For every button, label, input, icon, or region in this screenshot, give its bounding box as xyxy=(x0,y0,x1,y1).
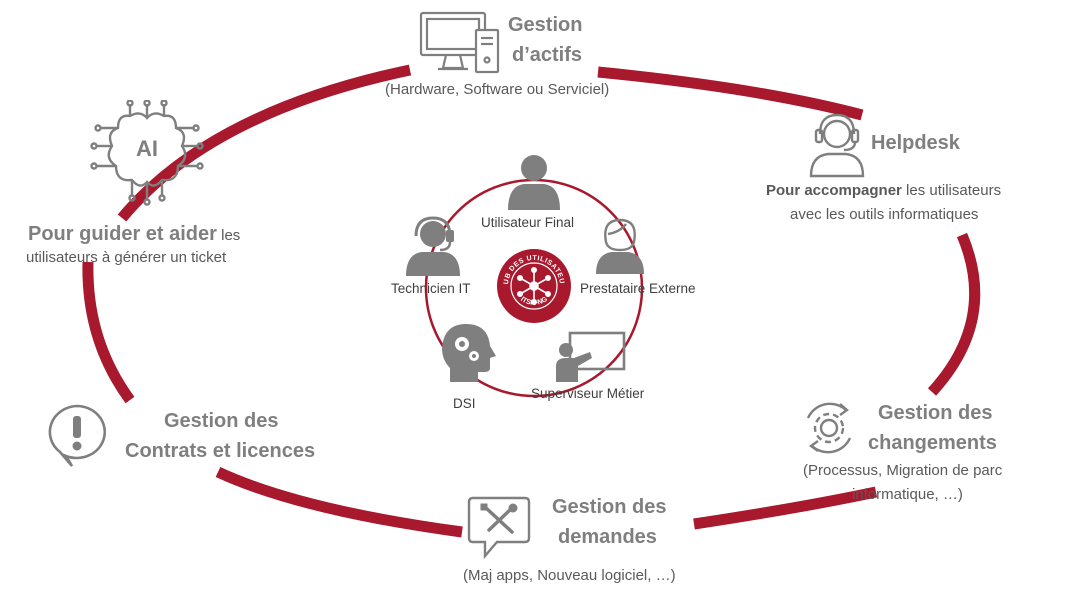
actifs-title-line1: Gestion xyxy=(508,14,583,36)
ai-icon-label: AI xyxy=(136,136,158,161)
headset-agent-icon xyxy=(809,113,865,178)
presenter-icon xyxy=(556,331,626,382)
outer-ring-arc-left xyxy=(82,261,135,404)
helpdesk-description-line2: avec les outils informatiques xyxy=(790,206,979,223)
helpdesk-description-strong: Pour accompagner xyxy=(766,182,902,199)
head-gears-icon xyxy=(442,324,496,382)
role-technicien-label: Technicien IT xyxy=(391,281,471,296)
actifs-title-line2: d’actifs xyxy=(512,44,583,66)
outer-ring-arc-bottom-right xyxy=(693,486,878,530)
helpdesk-description-line1: Pour accompagner les utilisateurs xyxy=(766,179,1001,203)
changements-title-line2: changements xyxy=(868,432,997,454)
role-dsi-label: DSI xyxy=(453,396,476,411)
contrats-title-line2: Contrats et licences xyxy=(125,440,316,462)
helpdesk-description-rest: les utilisateurs xyxy=(901,182,1002,199)
ia-description: utilisateurs à générer un ticket xyxy=(26,249,227,266)
woman-icon xyxy=(596,218,644,274)
demandes-title-line1: Gestion des xyxy=(552,496,667,518)
helpdesk-title: Helpdesk xyxy=(871,132,960,154)
outer-ring-arc-right xyxy=(927,232,981,396)
alert-chat-icon xyxy=(48,404,107,467)
demandes-description: (Maj apps, Nouveau logiciel, …) xyxy=(463,567,676,584)
outer-ring-arc-bottom-left xyxy=(215,467,463,538)
ai-brain-icon: AI xyxy=(90,100,204,206)
club-utilisateurs-logo: CLUB DES UTILISATEURS ITSM-NG xyxy=(496,248,571,323)
computer-icon xyxy=(419,11,500,74)
role-superviseur-label: Superviseur Métier xyxy=(531,386,645,401)
gear-cycle-icon xyxy=(806,402,852,454)
headset-user-icon xyxy=(406,216,460,276)
ia-title-rest: les xyxy=(216,227,241,244)
role-utilisateur-label: Utilisateur Final xyxy=(481,215,575,230)
contrats-title-line1: Gestion des xyxy=(164,410,279,432)
demandes-title-line2: demandes xyxy=(558,526,657,548)
outer-ring-arc-top-right xyxy=(597,66,864,121)
ia-title-strong: Pour guider et aider xyxy=(28,223,217,245)
changements-description-line2: informatique, …) xyxy=(852,486,963,503)
changements-description-line1: (Processus, Migration de parc xyxy=(803,462,1003,479)
role-prestataire-label: Prestataire Externe xyxy=(580,281,696,296)
actifs-description: (Hardware, Software ou Serviciel) xyxy=(385,81,610,98)
user-icon xyxy=(508,155,560,210)
changements-title-line1: Gestion des xyxy=(878,402,993,424)
tools-chat-icon xyxy=(467,496,531,560)
ia-title-line: Pour guider et aider les xyxy=(28,219,240,249)
